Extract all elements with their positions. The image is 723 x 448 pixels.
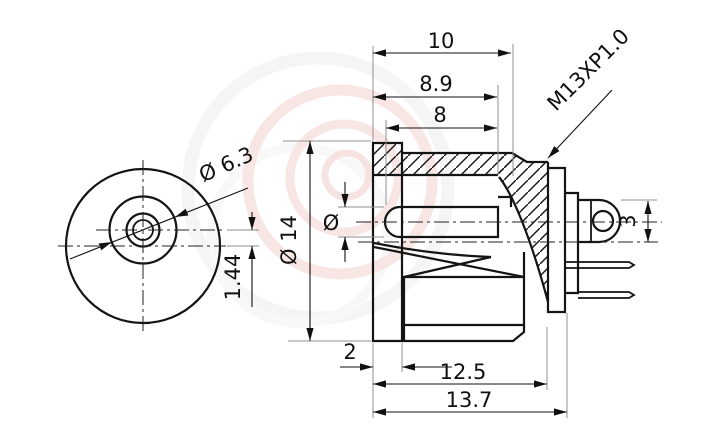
insulator-plate [565,191,580,295]
barrel-top-edge [402,151,548,164]
lug-hole [591,209,615,233]
side-view [356,141,662,343]
dim-lug-width: 3 [616,214,640,227]
dim-flange-thickness: 2 [343,340,356,364]
dim-overall-length: 13.7 [446,388,493,412]
body-section-hatch [499,153,548,302]
dim-body-diameter: Ø 14 [277,215,301,265]
terminal-pin-upper [565,261,636,269]
dim-center-offset: 1.44 [221,254,245,301]
front-view [58,160,226,334]
dim-overall-top: 10 [428,29,455,53]
bore-curve [498,176,550,303]
body-diagonal-1 [373,245,525,279]
dimension-labels: 10 8.9 8 M13XP1.0 Ø 6.3 Ø 14 Ø 1.44 3 2 … [195,24,640,412]
bottom-band [402,325,526,343]
center-pin-slot [383,205,500,239]
rear-plate [546,162,567,314]
thread-section-hatch [402,154,512,175]
solder-lug [578,198,622,244]
body-diagonal-2 [403,255,492,279]
lower-body [402,275,526,327]
dim-barrel-mid: 8.9 [419,72,452,96]
slot-step [498,195,513,207]
terminal-pin-lower [578,291,636,299]
extension-lines [227,44,657,418]
dim-body-length: 12.5 [440,360,487,384]
diameter-leader [69,187,249,260]
logo-swirl-icon [181,51,455,328]
mounting-flange [371,141,404,343]
dim-pin-hole-diameter: Ø [323,211,340,235]
label-thread-spec: M13XP1.0 [543,24,634,115]
thread-leader [547,89,613,159]
dim-slot-length: 8 [433,103,446,127]
flange-section-hatch [374,144,401,174]
bowl-curve [373,241,492,259]
